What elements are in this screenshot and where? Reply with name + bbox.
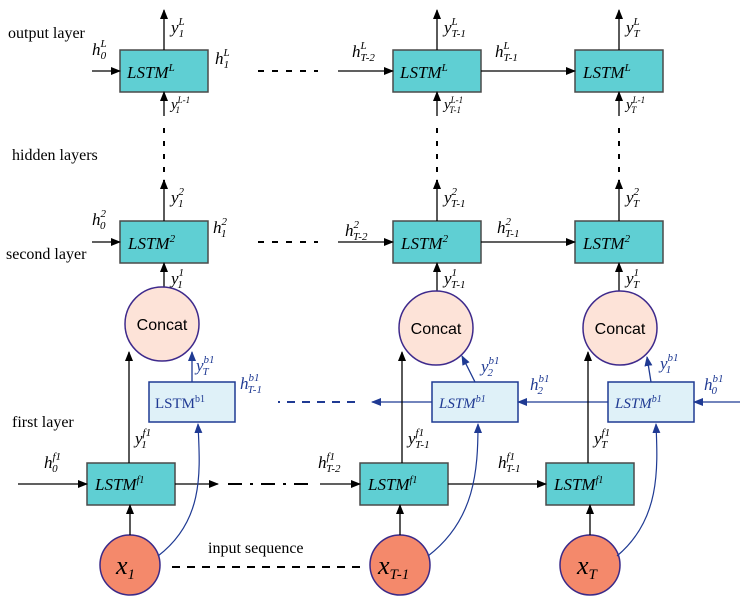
lstm-b-sup: b1 [652, 394, 662, 405]
lstm-L-box-3: LSTML [574, 49, 664, 93]
lstm-2-label: LSTM [582, 234, 625, 253]
lstm-L-sup: L [441, 62, 448, 74]
svg-text:LSTML: LSTML [126, 62, 175, 82]
svg-text:LSTM2: LSTM2 [400, 233, 449, 253]
lstm-f-sup: f1 [410, 475, 418, 486]
lstm-b-sup: b1 [476, 394, 486, 405]
output-layer-label: output layer [8, 25, 86, 42]
lstm-L-sup: L [624, 62, 631, 74]
svg-text:LSTMf1: LSTMf1 [94, 475, 144, 494]
lstm-2-box-3: LSTM2 [574, 220, 664, 264]
lstm-b-label: LSTM [438, 396, 477, 412]
svg-text:LSTMb1: LSTMb1 [438, 394, 486, 412]
lstm-b-label: LSTM [614, 396, 653, 412]
hidden-layers-label: hidden layers [12, 147, 98, 164]
lstm-L-label: LSTM [126, 63, 169, 82]
lstm-2-box-1: LSTM2 [119, 220, 209, 264]
svg-text:LSTMf1: LSTMf1 [367, 475, 417, 494]
input-sequence-label: input sequence [208, 540, 304, 557]
lstm-L-box-2: LSTML [392, 49, 482, 93]
lstm-L-label: LSTM [399, 63, 442, 82]
svg-text:xT-1: xT-1 [377, 551, 409, 583]
svg-text:LSTML: LSTML [582, 62, 631, 82]
svg-text:xT: xT [576, 551, 599, 583]
second-layer-label: second layer [6, 246, 87, 263]
lstm-L-label: LSTM [582, 63, 625, 82]
lstm-2-sup: 2 [625, 233, 631, 245]
lstm-f1-box-3: LSTMf1 [545, 462, 635, 506]
svg-text:LSTMb1: LSTMb1 [614, 394, 662, 412]
lstm-2-label: LSTM [127, 234, 170, 253]
lstm-f-label: LSTM [553, 475, 596, 494]
lstm-f-sup: f1 [137, 475, 145, 486]
lstm-2-sup: 2 [170, 233, 176, 245]
lstm-b-label: LSTM [155, 396, 195, 412]
lstm-L-sup: L [168, 62, 175, 74]
lstm-f-sup: f1 [596, 475, 604, 486]
svg-text:LSTMf1: LSTMf1 [553, 475, 603, 494]
lstm-b1-box-1: LSTMb1 [148, 381, 236, 423]
lstm-2-label: LSTM [400, 234, 443, 253]
input-node-xT1: xT-1 [369, 534, 431, 596]
svg-text:LSTM2: LSTM2 [127, 233, 176, 253]
svg-text:LSTMb1: LSTMb1 [155, 394, 205, 412]
lstm-L-box-1: LSTML [119, 49, 209, 93]
lstm-2-sup: 2 [443, 233, 449, 245]
concat-label: Concat [411, 321, 462, 338]
lstm-b-sup: b1 [195, 394, 205, 405]
lstm-f1-box-2: LSTMf1 [359, 462, 449, 506]
concat-label: Concat [137, 317, 188, 334]
lstm-2-box-2: LSTM2 [392, 220, 482, 264]
svg-text:LSTML: LSTML [399, 62, 448, 82]
svg-text:LSTM2: LSTM2 [582, 233, 631, 253]
svg-text:x1: x1 [115, 551, 135, 583]
input-node-x1: x1 [99, 534, 161, 596]
lstm-f1-box-1: LSTMf1 [86, 462, 176, 506]
first-layer-label: first layer [12, 414, 74, 431]
concat-node-1: Concat [124, 286, 200, 362]
lstm-f-label: LSTM [367, 475, 410, 494]
lstm-f-label: LSTM [94, 475, 137, 494]
lstm-b1-box-2: LSTMb1 [431, 381, 519, 423]
concat-node-2: Concat [398, 290, 474, 366]
concat-node-3: Concat [582, 290, 658, 366]
concat-label: Concat [595, 321, 646, 338]
lstm-b1-box-3: LSTMb1 [607, 381, 695, 423]
input-node-xT: xT [559, 534, 621, 596]
